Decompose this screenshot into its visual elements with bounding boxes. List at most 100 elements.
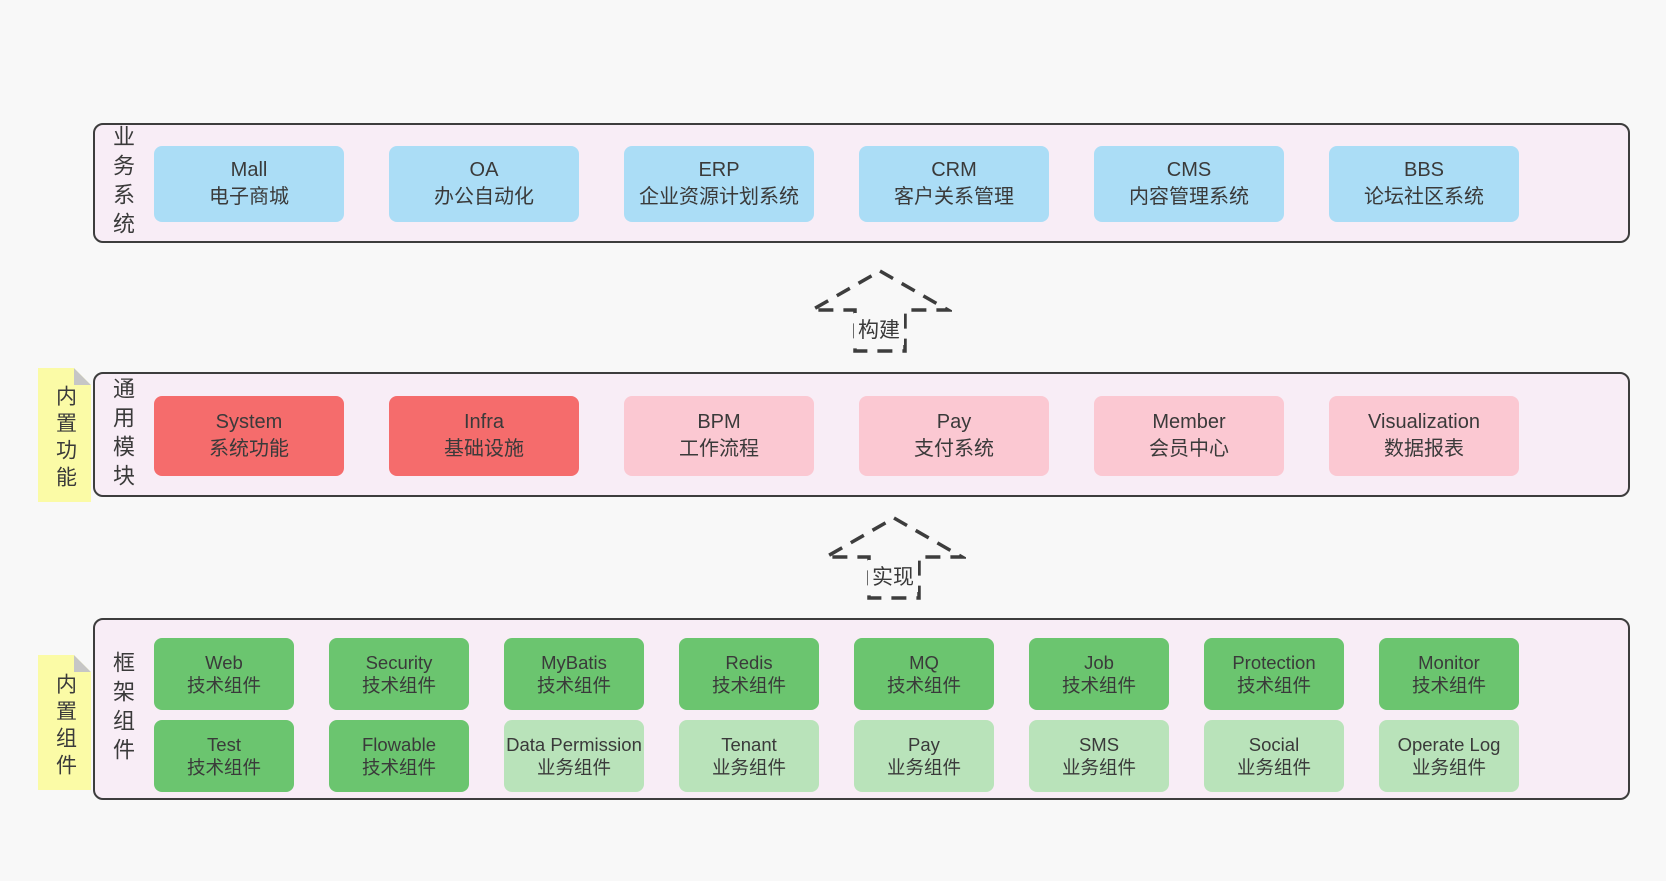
box-erp[interactable]: ERP 企业资源计划系统 xyxy=(624,146,814,222)
box-system[interactable]: System 系统功能 xyxy=(154,396,344,476)
box-title: BPM xyxy=(697,411,741,433)
box-subtitle: 技术组件 xyxy=(186,675,261,696)
box-title: Web xyxy=(205,652,243,673)
sticky-note-label: 内置组件 xyxy=(53,672,77,781)
box-subtitle: 技术组件 xyxy=(886,675,961,696)
box-title: Mall xyxy=(230,159,268,181)
box-title: Operate Log xyxy=(1397,734,1501,755)
box-subtitle: 会员中心 xyxy=(1149,438,1229,460)
box-title: Test xyxy=(207,734,241,755)
box-title: Security xyxy=(365,652,433,673)
sticky-note-label: 内置功能 xyxy=(53,385,77,494)
box-title: MyBatis xyxy=(541,652,607,673)
box-subtitle: 业务组件 xyxy=(886,757,961,778)
arrow-build: 构建 xyxy=(808,267,952,355)
business-systems-row: Mall 电子商城 OA 办公自动化 ERP 企业资源计划系统 CRM 客户关系管理 CMS 内容… xyxy=(154,146,1519,222)
box-title: BBS xyxy=(1403,159,1445,181)
box-subtitle: 支付系统 xyxy=(914,438,994,460)
box-title: CRM xyxy=(931,159,977,181)
box-oa[interactable]: OA 办公自动化 xyxy=(389,146,579,222)
box-infra[interactable]: Infra 基础设施 xyxy=(389,396,579,476)
box-member[interactable]: Member 会员中心 xyxy=(1094,396,1284,476)
box-subtitle: 基础设施 xyxy=(444,438,524,460)
box-title: CMS xyxy=(1166,159,1212,181)
box-subtitle: 技术组件 xyxy=(361,757,436,778)
sticky-note-builtin-components[interactable]: 内置组件 xyxy=(38,655,91,790)
layer-label-common-modules: 通用模块 xyxy=(110,376,135,493)
box-subtitle: 电子商城 xyxy=(209,186,289,208)
box-subtitle: 数据报表 xyxy=(1384,438,1464,460)
box-title: Job xyxy=(1084,652,1114,673)
box-subtitle: 业务组件 xyxy=(1236,757,1311,778)
box-visualization[interactable]: Visualization 数据报表 xyxy=(1329,396,1519,476)
box-subtitle: 技术组件 xyxy=(1236,675,1311,696)
layer-business-systems: 业务系统 Mall 电子商城 OA 办公自动化 ERP 企业资源计划系统 CRM 客户关系管理… xyxy=(93,123,1630,243)
arrow-implement: 实现 xyxy=(822,514,966,602)
box-subtitle: 技术组件 xyxy=(361,675,436,696)
box-title: Infra xyxy=(463,411,505,433)
box-title: Monitor xyxy=(1418,652,1480,673)
box-subtitle: 业务组件 xyxy=(711,757,786,778)
dashed-up-arrow-icon xyxy=(822,515,966,600)
box-subtitle: 业务组件 xyxy=(1061,757,1136,778)
box-cms[interactable]: CMS 内容管理系统 xyxy=(1094,146,1284,222)
layer-label-framework-components: 框架组件 xyxy=(110,651,135,767)
box-subtitle: 业务组件 xyxy=(1411,757,1486,778)
box-bpm[interactable]: BPM 工作流程 xyxy=(624,396,814,476)
box-subtitle: 技术组件 xyxy=(186,757,261,778)
box-crm[interactable]: CRM 客户关系管理 xyxy=(859,146,1049,222)
box-subtitle: 业务组件 xyxy=(536,757,611,778)
box-title: Redis xyxy=(725,652,773,673)
box-title: MQ xyxy=(909,652,939,673)
box-title: Visualization xyxy=(1368,411,1480,433)
box-title: System xyxy=(215,411,283,433)
box-mall[interactable]: Mall 电子商城 xyxy=(154,146,344,222)
box-subtitle: 办公自动化 xyxy=(434,186,534,208)
box-title: Member xyxy=(1152,411,1226,433)
arrow-build-label: 构建 xyxy=(854,313,904,345)
box-subtitle: 工作流程 xyxy=(679,438,759,460)
box-subtitle: 内容管理系统 xyxy=(1129,186,1249,208)
folded-corner-icon xyxy=(74,655,91,672)
box-title: ERP xyxy=(698,159,740,181)
box-title: Data Permission xyxy=(506,734,642,755)
arrow-implement-label: 实现 xyxy=(868,560,918,592)
box-title: OA xyxy=(469,159,499,181)
box-subtitle: 技术组件 xyxy=(536,675,611,696)
box-subtitle: 技术组件 xyxy=(1411,675,1486,696)
sticky-note-builtin-functions[interactable]: 内置功能 xyxy=(38,368,91,502)
box-subtitle: 企业资源计划系统 xyxy=(639,186,799,208)
box-title: Tenant xyxy=(721,734,777,755)
box-subtitle: 客户关系管理 xyxy=(894,186,1014,208)
folded-corner-icon xyxy=(74,368,91,385)
box-subtitle: 技术组件 xyxy=(1061,675,1136,696)
dashed-up-arrow-icon xyxy=(808,268,952,353)
box-title: SMS xyxy=(1078,734,1120,755)
layer-label-business-systems: 业务系统 xyxy=(110,125,135,241)
box-subtitle: 系统功能 xyxy=(209,438,289,460)
